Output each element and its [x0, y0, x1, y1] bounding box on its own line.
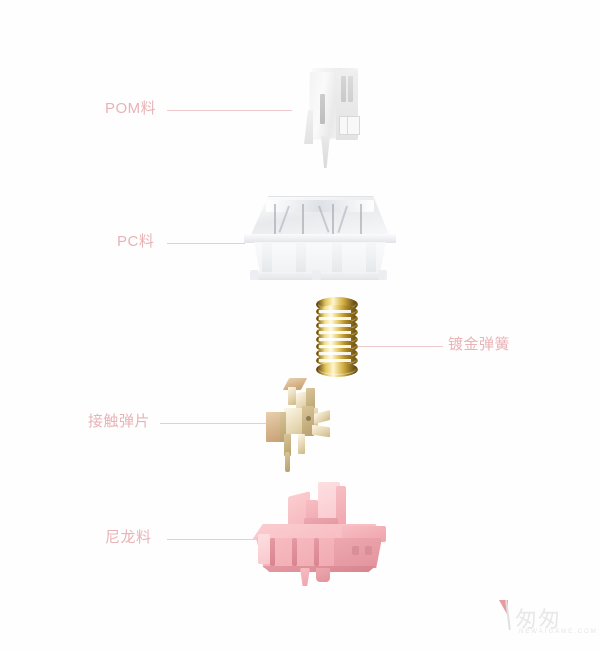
base-center-post-shade [336, 486, 346, 530]
leaf-left-wing-edge [280, 412, 286, 442]
leaf-body-shadow [302, 406, 314, 436]
watermark-glyphs: 匆匆 [515, 608, 562, 633]
stem-slot-right [348, 76, 353, 102]
spring-gap [319, 310, 351, 313]
spring-gap [319, 345, 351, 348]
base-center-boss [316, 568, 330, 582]
part-pc-top-housing [240, 196, 400, 282]
flag-icon [499, 600, 508, 616]
pc-rib [302, 204, 304, 234]
callout-label-pc: PC料 [117, 233, 155, 250]
callout-label-pom: POM料 [105, 100, 157, 117]
base-rib [292, 538, 297, 566]
part-pom-stem [296, 58, 376, 170]
base-vent-hole [365, 546, 372, 555]
callout-leader-spring [355, 346, 443, 347]
pc-corner-nub [312, 270, 321, 280]
part-nylon-bottom-housing [246, 482, 394, 586]
callout-label-nylon: 尼龙料 [105, 529, 152, 546]
spring-gap [319, 352, 351, 355]
stem-side-leg [304, 110, 313, 144]
base-vent-hole [352, 546, 359, 555]
part-gold-spring [316, 297, 358, 377]
leaf-pin-tip [285, 452, 290, 472]
callout-leader-pom [167, 110, 292, 111]
spring-gap [319, 331, 351, 334]
callout-leader-contact-leaf [160, 423, 270, 424]
leaf-pin-left [284, 434, 291, 456]
callout-label-contact-leaf: 接触弹片 [88, 413, 151, 430]
stem-groove [320, 94, 325, 124]
watermark: 匆匆 NEWAIGAME.COM [485, 598, 598, 646]
callout-leader-nylon [167, 539, 259, 540]
stem-slot-left [341, 76, 346, 102]
spring-coil [316, 362, 358, 377]
base-center-post [318, 482, 340, 528]
base-rib [314, 538, 319, 566]
pc-leg [332, 242, 342, 276]
spring-gap [319, 324, 351, 327]
pc-leg [296, 242, 306, 276]
callout-label-spring: 镀金弹簧 [448, 336, 511, 353]
pc-rib [274, 204, 276, 234]
part-contact-leaf [262, 378, 358, 476]
base-left-corner [258, 534, 270, 564]
pc-rim [244, 234, 396, 243]
base-mount-pin [300, 568, 310, 586]
pc-corner-nub [250, 270, 259, 280]
watermark-url: NEWAIGAME.COM [519, 629, 598, 635]
spring-gap [319, 359, 351, 362]
spring-gap [319, 338, 351, 341]
pc-corner-nub [378, 270, 387, 280]
callout-leader-pc [167, 243, 245, 244]
spring-gap [319, 317, 351, 320]
pc-leg [366, 242, 376, 276]
leaf-upper-arm [288, 387, 296, 405]
stem-window [339, 116, 360, 135]
leaf-pin-right [298, 434, 305, 454]
leaf-right-lower-tab [312, 424, 330, 438]
leaf-rivet-hole [306, 416, 311, 421]
pc-leg [262, 242, 272, 276]
base-rib [270, 538, 275, 566]
pc-rib [332, 204, 334, 234]
stem-center-pole [321, 136, 330, 168]
leaf-upper-post [306, 388, 315, 414]
pc-rib [360, 204, 362, 234]
